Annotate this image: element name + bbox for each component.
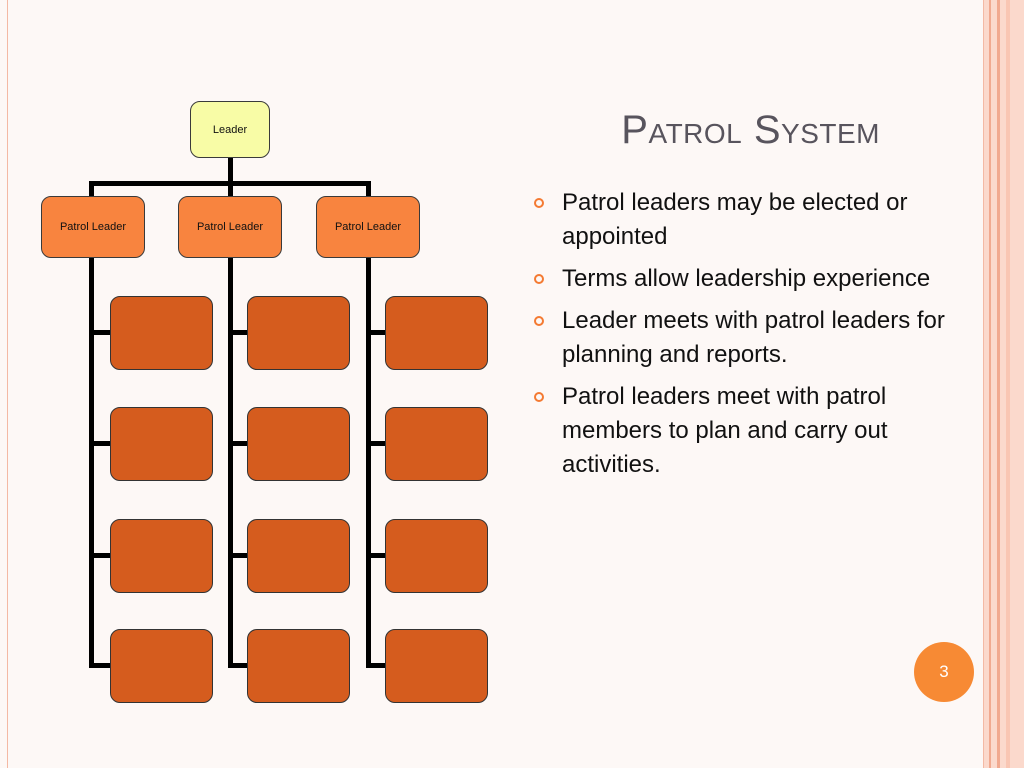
bullet-circle-icon <box>534 198 544 208</box>
patrol-leader-box: Patrol Leader <box>178 196 282 258</box>
slide-title: Patrol System <box>621 108 880 152</box>
connector-line <box>228 157 233 183</box>
connector-line <box>366 663 386 668</box>
patrol-member-box <box>110 407 213 481</box>
page-number-badge: 3 <box>914 642 974 702</box>
patrol-leader-box: Patrol Leader <box>41 196 145 258</box>
connector-line <box>366 181 371 199</box>
patrol-member-box <box>110 296 213 370</box>
patrol-member-box <box>110 629 213 703</box>
right-border-line <box>997 0 1000 768</box>
bullet-text: Leader meets with patrol leaders for pla… <box>562 307 945 368</box>
bullet-text: Patrol leaders may be elected or appoint… <box>562 189 908 250</box>
right-border-line <box>1006 0 1010 768</box>
connector-line <box>89 663 111 668</box>
patrol-member-box <box>247 519 350 593</box>
bullet-list: Patrol leaders may be elected or appoint… <box>530 186 960 490</box>
connector-line <box>228 553 248 558</box>
left-border-line <box>7 0 8 768</box>
patrol-member-box <box>385 407 488 481</box>
bullet-item: Terms allow leadership experience <box>530 262 960 296</box>
right-border-line <box>989 0 991 768</box>
bullet-text: Terms allow leadership experience <box>562 265 931 292</box>
page-number: 3 <box>939 662 949 681</box>
patrol-leader-label: Patrol Leader <box>334 221 402 233</box>
patrol-member-box <box>110 519 213 593</box>
connector-line <box>228 663 248 668</box>
bullet-text: Patrol leaders meet with patrol members … <box>562 383 888 478</box>
bullet-item: Patrol leaders meet with patrol members … <box>530 380 960 482</box>
bullet-circle-icon <box>534 274 544 284</box>
connector-line <box>228 257 233 668</box>
bullet-item: Patrol leaders may be elected or appoint… <box>530 186 960 254</box>
connector-line <box>366 257 371 668</box>
connector-line <box>89 441 111 446</box>
patrol-member-box <box>385 519 488 593</box>
connector-line <box>366 330 386 335</box>
connector-line <box>228 181 233 199</box>
connector-line <box>89 181 94 199</box>
bullet-circle-icon <box>534 392 544 402</box>
connector-line <box>366 441 386 446</box>
patrol-member-box <box>247 407 350 481</box>
connector-line <box>228 330 248 335</box>
patrol-leader-label: Patrol Leader <box>59 221 127 233</box>
connector-line <box>366 553 386 558</box>
connector-line <box>89 553 111 558</box>
leader-label: Leader <box>212 123 248 136</box>
patrol-leader-label: Patrol Leader <box>196 221 264 233</box>
bullet-circle-icon <box>534 316 544 326</box>
bullet-item: Leader meets with patrol leaders for pla… <box>530 304 960 372</box>
connector-line <box>228 441 248 446</box>
patrol-member-box <box>385 629 488 703</box>
patrol-member-box <box>385 296 488 370</box>
connector-line <box>89 257 94 668</box>
patrol-member-box <box>247 296 350 370</box>
patrol-member-box <box>247 629 350 703</box>
leader-box: Leader <box>190 101 270 158</box>
connector-line <box>89 330 111 335</box>
patrol-leader-box: Patrol Leader <box>316 196 420 258</box>
right-border-line <box>983 0 984 768</box>
